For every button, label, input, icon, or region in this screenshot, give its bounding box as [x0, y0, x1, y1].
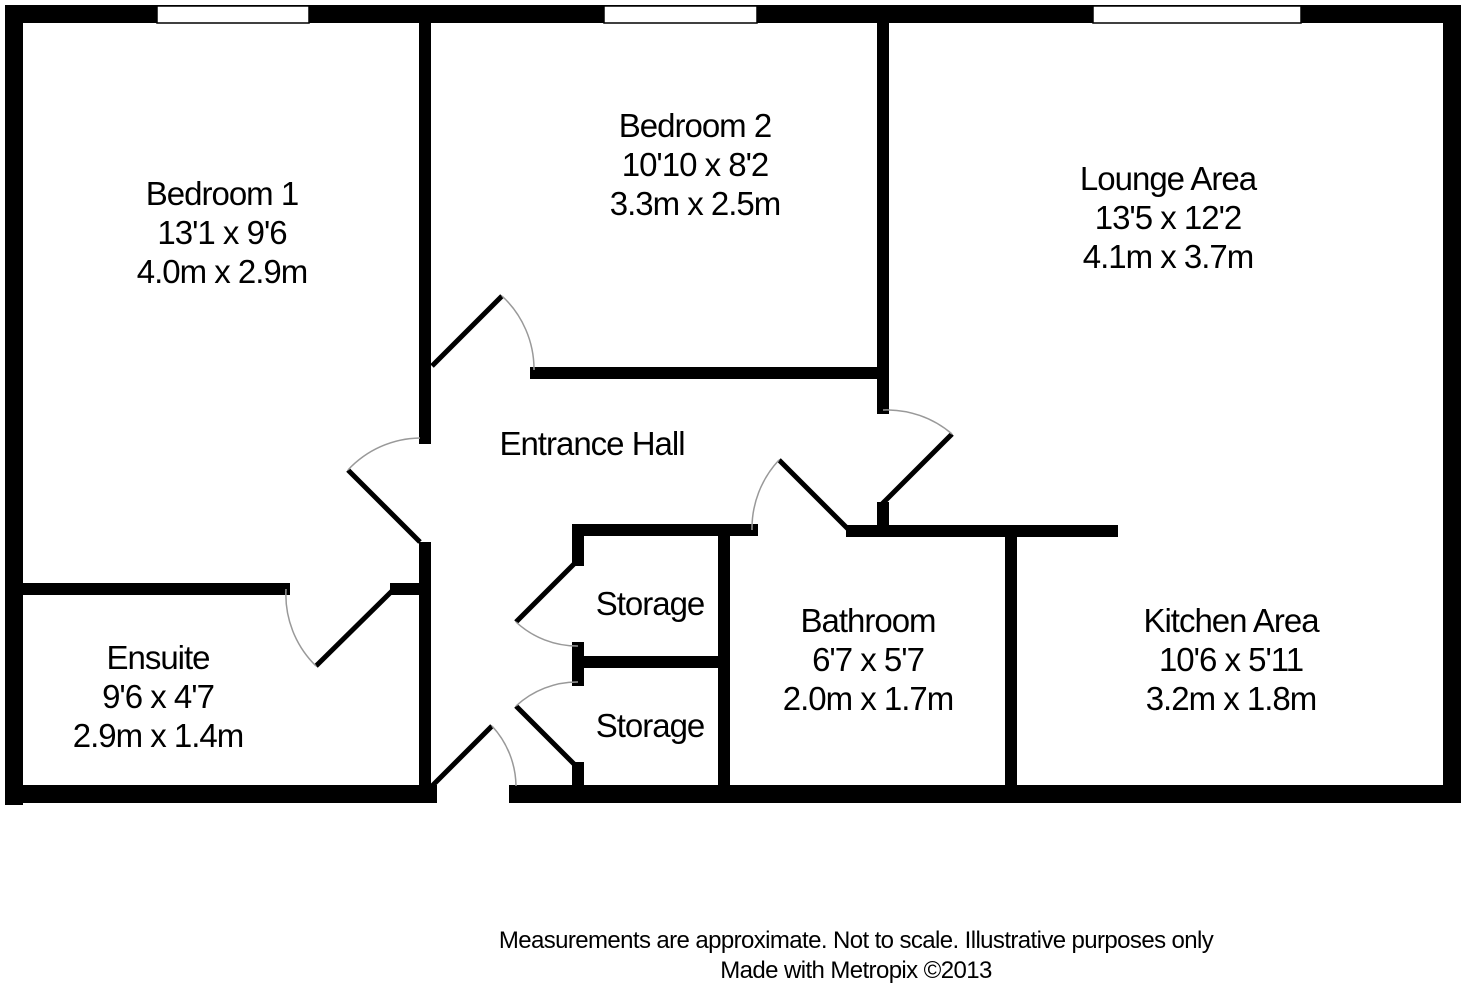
room-size-imperial: 10'10 x 8'2	[621, 146, 770, 183]
room-size-metric: 4.1m x 3.7m	[1082, 238, 1255, 275]
room-size-imperial: 6'7 x 5'7	[812, 641, 925, 678]
room-label-ensuite: Ensuite 9'6 x 4'7 2.9m x 1.4m	[72, 638, 245, 755]
room-name: Lounge Area	[1079, 160, 1257, 197]
doors	[285, 294, 954, 788]
room-name: Bedroom 1	[145, 175, 299, 212]
room-size-imperial: 10'6 x 5'11	[1158, 641, 1304, 678]
room-name: Ensuite	[106, 639, 210, 676]
window-lounge	[1092, 5, 1302, 24]
room-name: Storage	[595, 585, 706, 622]
room-label-hall: Entrance Hall	[499, 424, 685, 463]
room-name: Bathroom	[800, 602, 936, 639]
room-name: Bedroom 2	[618, 107, 772, 144]
room-label-bathroom: Bathroom 6'7 x 5'7 2.0m x 1.7m	[782, 601, 955, 718]
room-size-imperial: 13'5 x 12'2	[1094, 199, 1243, 236]
door-entrance	[430, 724, 517, 788]
footer: Measurements are approximate. Not to sca…	[498, 926, 1214, 986]
room-size-metric: 3.3m x 2.5m	[609, 185, 782, 222]
door-bathroom	[751, 458, 852, 533]
room-name: Kitchen Area	[1143, 602, 1319, 639]
windows	[156, 5, 1302, 24]
door-lounge	[880, 409, 954, 506]
room-name: Storage	[595, 707, 706, 744]
door-bedroom2	[430, 294, 535, 371]
credit-text: Made with Metropix ©2013	[720, 957, 992, 984]
door-bedroom1	[346, 437, 422, 544]
room-size-metric: 2.0m x 1.7m	[782, 680, 955, 717]
room-size-metric: 2.9m x 1.4m	[72, 717, 245, 754]
room-size-metric: 3.2m x 1.8m	[1145, 680, 1318, 717]
room-label-storage-lower: Storage	[595, 706, 706, 745]
door-storage-upper	[514, 558, 580, 647]
disclaimer-text: Measurements are approximate. Not to sca…	[498, 927, 1214, 954]
room-name: Entrance Hall	[499, 425, 685, 462]
room-size-imperial: 13'1 x 9'6	[157, 214, 287, 251]
room-label-bedroom2: Bedroom 2 10'10 x 8'2 3.3m x 2.5m	[609, 106, 782, 223]
room-size-metric: 4.0m x 2.9m	[136, 253, 309, 290]
window-bedroom2	[603, 5, 758, 24]
door-storage-lower	[514, 681, 580, 770]
room-label-kitchen: Kitchen Area 10'6 x 5'11 3.2m x 1.8m	[1143, 601, 1319, 718]
room-label-bedroom1: Bedroom 1 13'1 x 9'6 4.0m x 2.9m	[136, 174, 309, 291]
room-label-storage-upper: Storage	[595, 584, 706, 623]
room-size-imperial: 9'6 x 4'7	[102, 678, 215, 715]
room-label-lounge: Lounge Area 13'5 x 12'2 4.1m x 3.7m	[1079, 159, 1257, 276]
door-ensuite	[285, 587, 396, 668]
window-bedroom1	[156, 5, 310, 24]
